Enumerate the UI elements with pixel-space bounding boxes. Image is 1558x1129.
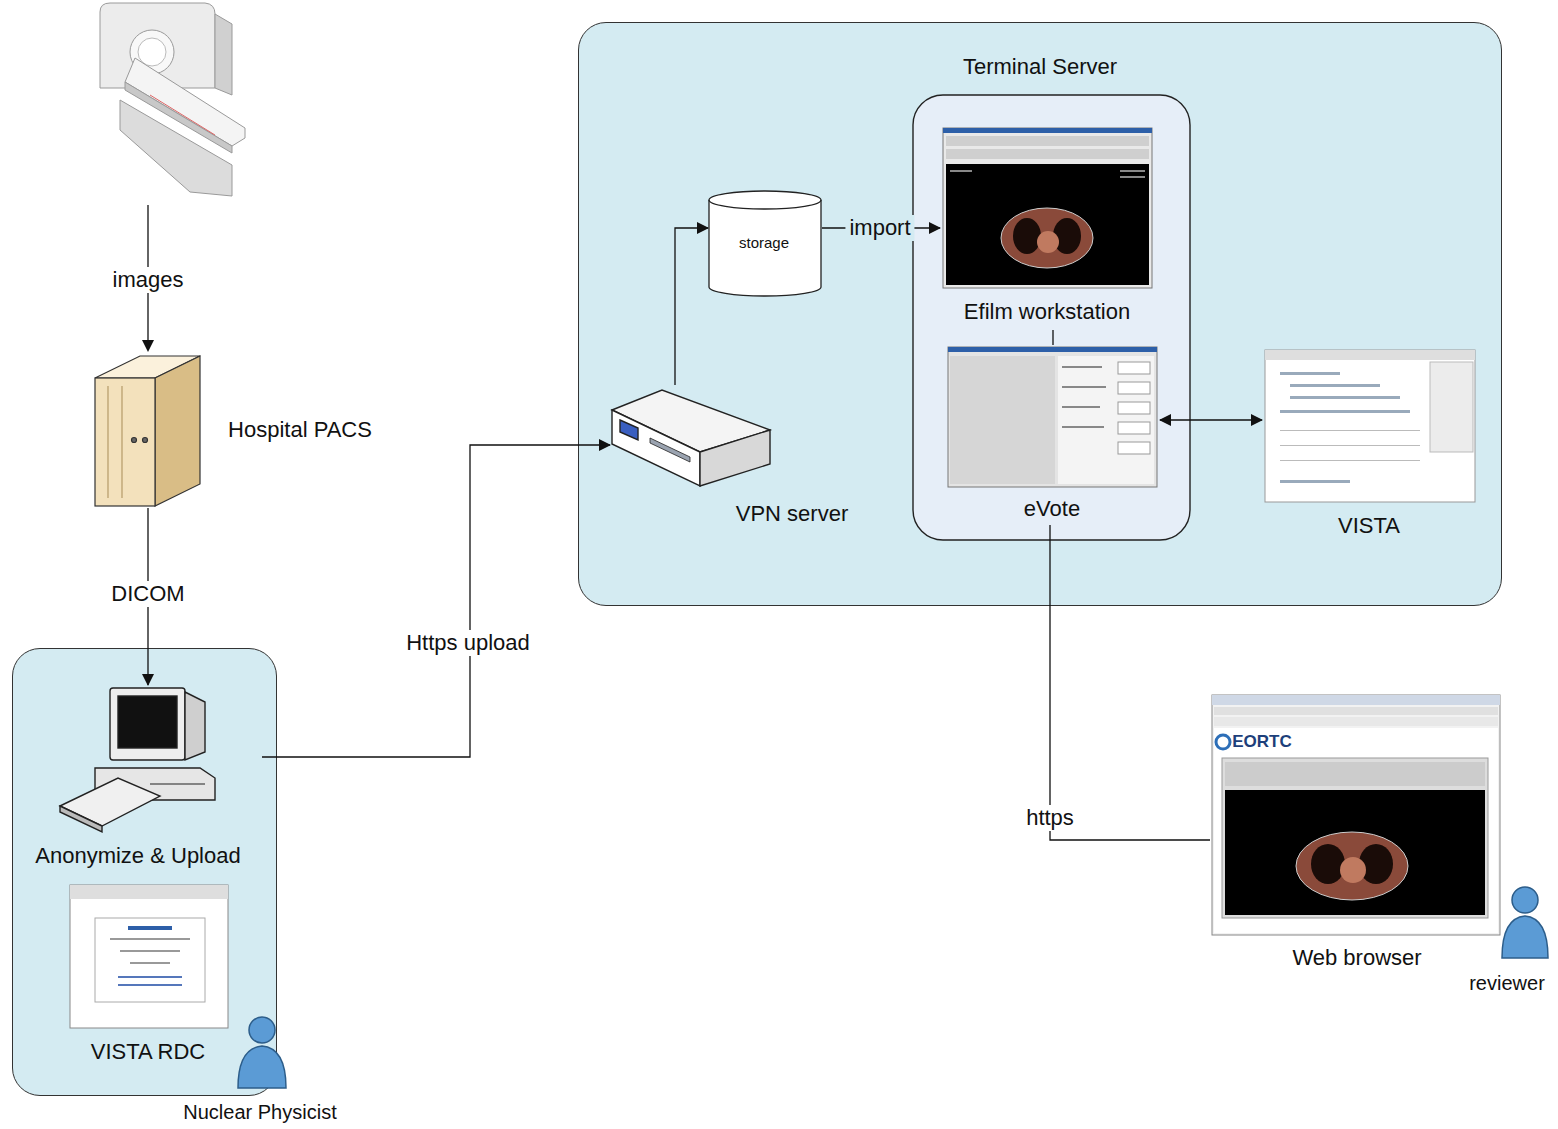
workstation-screen: Efilm workstation [940,125,1155,330]
vista-screenshot [1265,350,1475,502]
node-label: Nuclear Physicist [183,1100,336,1124]
vpn-server: VPN server [610,385,875,530]
edge-label: https [1022,805,1078,831]
node-label: Efilm workstation [964,299,1130,325]
connector [675,228,708,385]
person-icon [238,1017,286,1088]
edge-label: Https upload [402,630,534,656]
efilm-screenshot [943,128,1152,288]
connector [262,445,610,757]
pacs-server: Hospital PACS [90,352,390,508]
storage-cylinder: storage [708,190,822,297]
browser-screenshot [1212,695,1500,935]
evote-screenshot [948,347,1157,487]
node-label: eVote [1024,496,1080,522]
connector [1050,525,1210,840]
node-label: Anonymize & Upload [35,843,240,869]
upload-computer: Anonymize & Upload [15,685,262,872]
connector [1052,330,1053,345]
rdc-screen: VISTA RDC [60,880,240,1068]
application-group [913,95,1190,540]
edge-label: import [845,215,914,241]
vpn-device [612,390,770,486]
node-label: Web browser [1292,945,1421,971]
ct-scanner [100,3,245,196]
connector [1160,419,1262,420]
node-label: VISTA [1338,513,1400,539]
computer-icon [60,688,215,832]
arrow-head [142,340,154,352]
node-label: storage [739,234,789,252]
person-icon [1502,887,1548,958]
server-region: Terminal Server storageEfilm workstationV… [578,22,1502,606]
logo-text: EORTC [1232,732,1292,752]
site-region: Nuclear PhysicistAnonymize & UploadVISTA… [12,648,277,1096]
image-flow-line [147,205,148,342]
edge-label: DICOM [107,581,188,607]
vista-screen: VISTA [1262,348,1478,545]
flow-label: images [109,267,188,293]
evote-screen: eVote [945,345,1160,525]
pacs-tower [95,356,200,506]
role-label: reviewer [1469,971,1545,995]
rdc-screenshot [70,885,228,1028]
node-label: Terminal Server [963,54,1117,80]
node-label: VPN server [736,501,848,527]
node-label: Hospital PACS [228,417,372,443]
connector [822,227,940,228]
connector [147,508,148,685]
node-label: VISTA RDC [91,1039,206,1065]
